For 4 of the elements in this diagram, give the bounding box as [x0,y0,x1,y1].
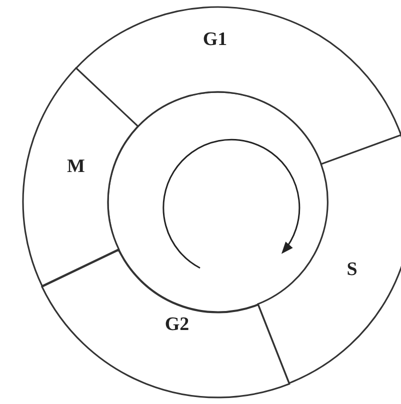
phase-label: G1 [202,28,228,51]
phase-label: S [346,258,358,281]
phase-label: G2 [164,314,190,336]
phase-label: M [67,156,85,178]
